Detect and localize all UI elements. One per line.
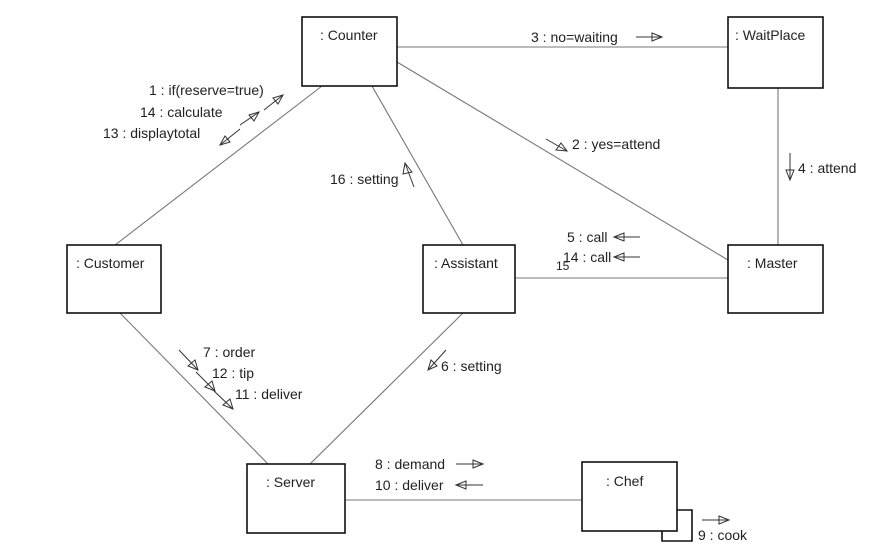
object-assistant[interactable]: : Assistant bbox=[422, 244, 516, 314]
message-label-m6: 6 : setting bbox=[441, 358, 502, 374]
message-label-m3: 3 : no=waiting bbox=[531, 29, 618, 45]
message-label-m7: 7 : order bbox=[203, 344, 255, 360]
arrow-m6-head bbox=[427, 359, 438, 371]
object-counter[interactable]: : Counter bbox=[301, 16, 398, 87]
message-label-m15: 15 bbox=[556, 259, 570, 273]
arrow-m2-head bbox=[555, 142, 569, 152]
message-label-m9: 9 : cook bbox=[698, 527, 748, 543]
object-master[interactable]: : Master bbox=[727, 244, 824, 314]
arrow-m14-head bbox=[248, 111, 261, 122]
message-labels: 1 : if(reserve=true) 14 : calculate 13 :… bbox=[103, 29, 856, 543]
arrow-m5-head bbox=[612, 232, 625, 242]
arrow-m11 bbox=[213, 390, 234, 410]
link-counter-master bbox=[396, 61, 729, 261]
arrow-m7-head bbox=[187, 359, 199, 371]
message-label-m4: 4 : attend bbox=[798, 160, 856, 176]
assistant-label: : Assistant bbox=[434, 255, 498, 271]
link-counter-assistant bbox=[371, 85, 464, 246]
object-customer[interactable]: : Customer bbox=[66, 244, 162, 314]
server-box bbox=[246, 463, 346, 534]
arrow-m11-head bbox=[222, 398, 234, 410]
arrow-m4-head bbox=[785, 169, 795, 182]
link-counter-customer bbox=[114, 85, 323, 246]
message-label-m11: 11 : deliver bbox=[235, 386, 303, 402]
arrow-m16 bbox=[404, 162, 415, 188]
object-server[interactable]: : Server bbox=[246, 463, 346, 534]
customer-box bbox=[66, 244, 162, 314]
chef-label: : Chef bbox=[606, 473, 643, 489]
message-arrows bbox=[178, 32, 795, 525]
association-links bbox=[114, 46, 779, 501]
arrow-m6 bbox=[427, 349, 447, 371]
chef-self-link bbox=[661, 509, 693, 542]
arrow-m14b-head bbox=[612, 252, 625, 262]
waitplace-box bbox=[727, 16, 824, 89]
server-label: : Server bbox=[266, 474, 315, 490]
customer-label: : Customer bbox=[76, 255, 145, 271]
object-waitplace[interactable]: : WaitPlace bbox=[727, 16, 824, 89]
arrow-m10-head bbox=[454, 480, 467, 490]
message-label-m1: 1 : if(reserve=true) bbox=[149, 82, 264, 98]
waitplace-label: : WaitPlace bbox=[735, 27, 805, 43]
arrow-m1 bbox=[263, 94, 284, 111]
arrow-m3-head bbox=[651, 32, 664, 42]
arrow-m13 bbox=[219, 128, 241, 146]
link-assistant-server bbox=[309, 312, 464, 465]
arrow-m12-head bbox=[204, 380, 216, 392]
master-box bbox=[727, 244, 824, 314]
arrow-m9-head bbox=[718, 515, 731, 525]
message-label-m2: 2 : yes=attend bbox=[572, 136, 660, 152]
message-label-m16: 16 : setting bbox=[330, 171, 399, 187]
message-label-m13: 13 : displaytotal bbox=[103, 125, 200, 141]
arrow-m13-head bbox=[218, 135, 231, 146]
counter-label: : Counter bbox=[320, 27, 378, 43]
message-label-m14: 14 : calculate bbox=[140, 104, 223, 120]
message-label-m8: 8 : demand bbox=[375, 456, 445, 472]
message-label-m14b: 14 : call bbox=[563, 249, 611, 265]
arrow-m1-head bbox=[272, 94, 285, 105]
arrow-m2 bbox=[545, 138, 568, 152]
arrow-m16-head bbox=[402, 161, 413, 175]
arrow-m8-head bbox=[472, 459, 485, 469]
message-label-m12: 12 : tip bbox=[212, 365, 254, 381]
arrow-m14 bbox=[239, 111, 260, 126]
chef-box bbox=[581, 461, 678, 532]
arrow-m12 bbox=[195, 371, 216, 392]
master-label: : Master bbox=[747, 255, 798, 271]
object-chef[interactable]: : Chef bbox=[581, 461, 693, 542]
message-label-m10: 10 : deliver bbox=[375, 477, 444, 493]
counter-box bbox=[301, 16, 398, 87]
arrow-m7 bbox=[178, 349, 199, 371]
assistant-box bbox=[422, 244, 516, 314]
message-label-m5: 5 : call bbox=[567, 229, 607, 245]
link-customer-server bbox=[119, 312, 269, 465]
